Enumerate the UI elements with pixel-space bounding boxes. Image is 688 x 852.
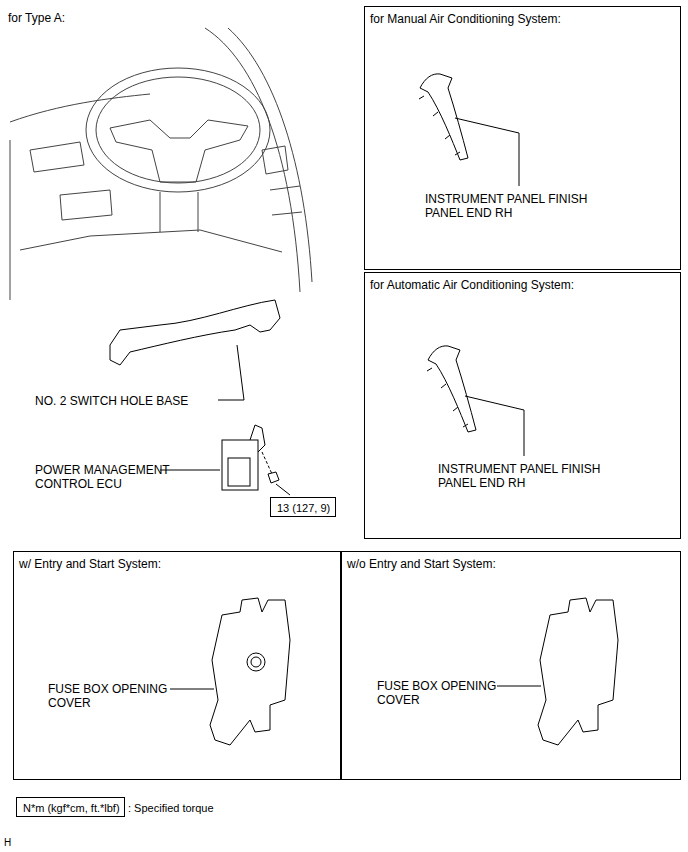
box-text: w/o Entry and Start System: xyxy=(347,557,675,571)
dash-edge xyxy=(10,140,11,300)
leader-line xyxy=(465,396,524,456)
dashboard-sketch xyxy=(10,28,312,300)
fuse-box-cover-with xyxy=(210,598,290,745)
box-text: 13 (127, 9) xyxy=(277,501,330,515)
condition-panel: for Automatic Air Conditioning System: xyxy=(364,272,681,539)
dash-top xyxy=(10,94,150,122)
box-text: for Manual Air Conditioning System: xyxy=(370,12,675,26)
steering-column xyxy=(160,192,198,232)
a-pillar xyxy=(228,28,312,282)
part-name: FUSE BOX OPENING COVER xyxy=(48,682,173,710)
leader-line xyxy=(218,345,244,400)
fuse-cover xyxy=(210,598,290,745)
condition-panel: for Manual Air Conditioning System: xyxy=(364,6,681,270)
box-text: N*m (kgf*cm, ft.*lbf) xyxy=(23,801,120,815)
fuse-box-cover-without xyxy=(538,598,618,745)
finish-panel-manual xyxy=(419,74,468,160)
steering-wheel xyxy=(86,68,270,192)
leader-line xyxy=(170,689,214,690)
panel-clip xyxy=(419,96,460,155)
bolt xyxy=(268,472,279,483)
steering-hub xyxy=(110,120,248,182)
switch-hole-base xyxy=(110,300,280,365)
condition-panel: w/o Entry and Start System: xyxy=(341,551,681,780)
start-switch-hole xyxy=(247,653,265,671)
bolt-axis xyxy=(262,452,272,474)
ecu-body xyxy=(222,440,258,490)
center-stack xyxy=(60,186,302,220)
ecu-connector xyxy=(228,458,250,486)
a-pillar xyxy=(205,28,300,292)
fuse-cover xyxy=(538,598,618,745)
finish-panel xyxy=(420,74,468,160)
panel-clip xyxy=(427,368,468,427)
part-name: POWER MANAGEMENT CONTROL ECU xyxy=(35,463,175,491)
leader-line xyxy=(276,484,290,495)
ecu-bracket xyxy=(250,425,265,452)
box-text: w/ Entry and Start System: xyxy=(19,557,335,571)
legend-text: : Specified torque xyxy=(128,801,214,815)
vent xyxy=(262,146,288,174)
part-name: FUSE BOX OPENING COVER xyxy=(377,679,502,707)
figure-code: H xyxy=(4,836,11,850)
condition-panel: w/ Entry and Start System: xyxy=(13,551,341,780)
figure-heading: for Type A: xyxy=(8,11,65,25)
steering-wheel-inner xyxy=(96,77,260,183)
part-name: INSTRUMENT PANEL FINISH PANEL END RH xyxy=(425,192,600,220)
box-text: for Automatic Air Conditioning System: xyxy=(370,278,675,292)
leader-line xyxy=(497,686,541,687)
finish-panel xyxy=(428,346,476,432)
dash-lower xyxy=(20,230,282,252)
ecu-symbol xyxy=(222,425,290,495)
vent xyxy=(30,142,84,172)
start-switch-hole xyxy=(251,657,261,667)
legend-box: N*m (kgf*cm, ft.*lbf): Specified torque xyxy=(16,797,125,817)
torque-box: 13 (127, 9) xyxy=(270,497,336,517)
part-name: NO. 2 SWITCH HOLE BASE xyxy=(35,394,188,408)
finish-panel-auto xyxy=(427,346,476,432)
leader-line xyxy=(455,118,519,186)
part-name: INSTRUMENT PANEL FINISH PANEL END RH xyxy=(438,462,613,490)
